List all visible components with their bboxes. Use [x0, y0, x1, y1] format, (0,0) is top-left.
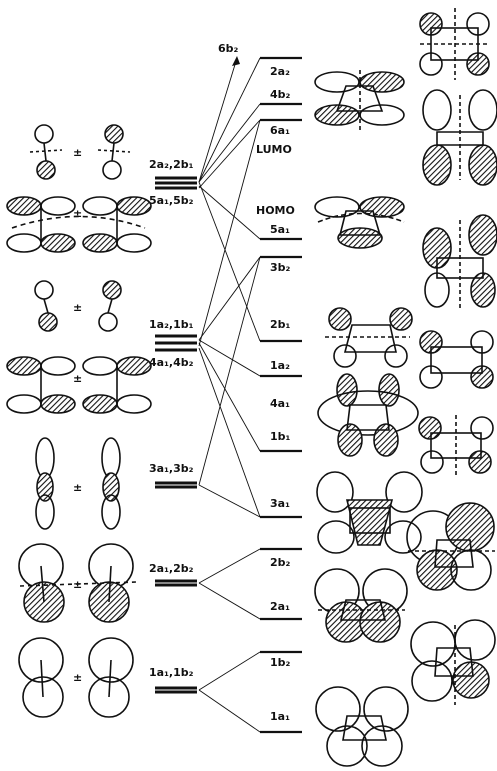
label-5a1: 5a₁: [270, 223, 290, 236]
label-3a1-3b2: 3a₁,3b₂: [149, 462, 194, 475]
mo-2b1: [325, 308, 412, 367]
mo-2b2-right: [407, 503, 495, 590]
mo-2a1-right: [315, 569, 407, 642]
mo-3a1: [317, 472, 422, 553]
mo-4a1: [318, 374, 418, 456]
plus-minus-signs: ± ± ± ± ± ± ±: [73, 146, 82, 684]
label-1b2: 1b₂: [270, 656, 291, 669]
mo-4b2: [420, 8, 490, 80]
mo-5a1-right: [423, 215, 497, 310]
right-orbital-drawings: [315, 8, 497, 766]
pm-sign: ±: [73, 481, 82, 494]
mo-1a1: [316, 687, 408, 766]
label-homo: HOMO: [256, 204, 295, 217]
arrowhead-icon: [232, 56, 240, 66]
label-4a1-4b2: 4a₁,4b₂: [149, 356, 194, 369]
mo-1b2: [411, 620, 495, 705]
orbital-pair-p-horizontal: [7, 197, 151, 252]
right-energy-levels: [260, 58, 302, 732]
label-1a1-1b2: 1a₁,1b₂: [149, 666, 194, 679]
label-3b2: 3b₂: [270, 261, 291, 274]
correlation-lines: [199, 58, 260, 732]
label-2b1: 2b₁: [270, 318, 291, 331]
pm-sign: ±: [73, 578, 82, 591]
label-1b1: 1b₁: [270, 430, 291, 443]
orbital-pair-p-side: [7, 357, 151, 413]
label-1a2: 1a₂: [270, 359, 290, 372]
mo-homo: [315, 197, 404, 248]
pm-sign: ±: [73, 207, 82, 220]
left-level-labels: 2a₂,2b₁ 5a₁,5b₂ 1a₂,1b₁ 4a₁,4b₂ 3a₁,3b₂ …: [149, 158, 194, 679]
label-4b2: 4b₂: [270, 88, 291, 101]
mo-1a2: [420, 331, 493, 388]
label-2b2: 2b₂: [270, 556, 291, 569]
mo-2a2: [315, 70, 404, 130]
label-lumo: LUMO: [256, 143, 292, 156]
mo-1b1: [419, 415, 493, 475]
pm-sign: ±: [73, 146, 82, 159]
pm-sign: ±: [73, 372, 82, 385]
label-2a1: 2a₁: [270, 600, 290, 613]
label-5a1-5b2: 5a₁,5b₂: [149, 194, 194, 207]
label-1a1: 1a₁: [270, 710, 290, 723]
left-energy-levels: [155, 178, 197, 692]
pm-sign: ±: [73, 301, 82, 314]
pm-sign: ±: [73, 671, 82, 684]
label-1a2-1b1: 1a₂,1b₁: [149, 318, 194, 331]
label-2a2-2b1: 2a₂,2b₁: [149, 158, 194, 171]
mo-6a1: [423, 90, 497, 185]
label-4a1: 4a₁: [270, 397, 290, 410]
label-6b2: 6b₂: [218, 42, 239, 55]
label-6a1: 6a₁: [270, 124, 290, 137]
label-2a1-2b2: 2a₁,2b₂: [149, 562, 194, 575]
right-level-labels: 6b₂ 2a₂ 4b₂ 6a₁ LUMO HOMO 5a₁ 3b₂ 2b₁ 1a…: [218, 42, 295, 723]
label-3a1: 3a₁: [270, 497, 290, 510]
label-2a2: 2a₂: [270, 65, 290, 78]
